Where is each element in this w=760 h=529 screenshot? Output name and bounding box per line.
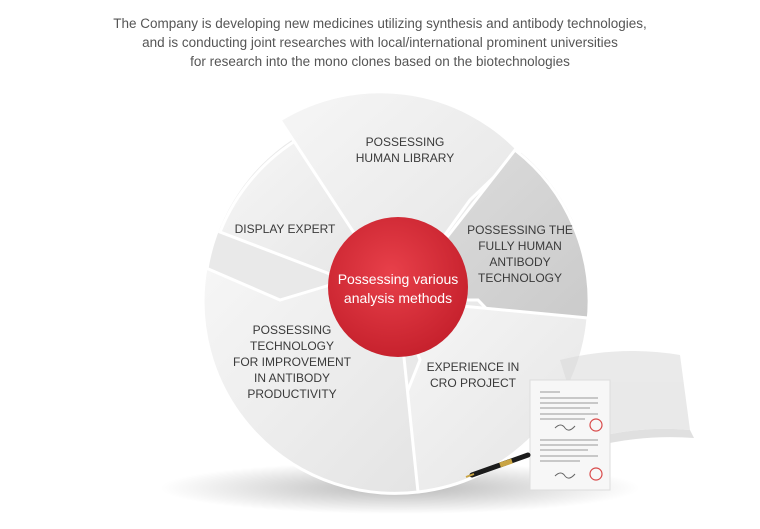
- center-circle: [328, 217, 468, 357]
- label-productivity-line-2: TECHNOLOGY: [249, 339, 334, 353]
- pen-illustration: [465, 452, 531, 478]
- center-label-line-1: Possessing various: [337, 271, 459, 287]
- label-display-expert: DISPLAY EXPERT: [225, 221, 345, 237]
- label-fully-human-line-1: POSSESSING THE: [467, 223, 573, 237]
- segment-cro-project: [394, 298, 590, 494]
- label-human-library-line-1: POSSESSING: [365, 135, 445, 149]
- label-human-library-line-2: HUMAN LIBRARY: [355, 151, 455, 165]
- label-cro-project: EXPERIENCE IN CRO PROJECT: [413, 359, 533, 391]
- label-fully-human-line-2: FULLY HUMAN: [478, 239, 562, 253]
- label-productivity-line-5: PRODUCTIVITY: [247, 387, 337, 401]
- label-display-expert-line-1: DISPLAY EXPERT: [234, 222, 336, 236]
- label-fully-human-line-3: ANTIBODY: [489, 255, 551, 269]
- label-fully-human-line-4: TECHNOLOGY: [477, 271, 562, 285]
- intro-line-3: for research into the mono clones based …: [190, 54, 570, 69]
- label-cro-line-1: EXPERIENCE IN: [426, 360, 520, 374]
- label-productivity-line-3: FOR IMPROVEMENT: [232, 355, 351, 369]
- intro-text: The Company is developing new medicines …: [0, 14, 760, 71]
- segment-human-library: [277, 90, 523, 303]
- center-label: Possessing various analysis methods: [318, 270, 478, 308]
- intro-line-1: The Company is developing new medicines …: [113, 16, 647, 31]
- document-illustration: [529, 379, 611, 491]
- label-fully-human: POSSESSING THE FULLY HUMAN ANTIBODY TECH…: [460, 222, 580, 286]
- label-human-library: POSSESSING HUMAN LIBRARY: [345, 134, 465, 166]
- center-label-line-2: analysis methods: [343, 290, 453, 306]
- label-cro-line-2: CRO PROJECT: [429, 376, 516, 390]
- label-productivity: POSSESSING TECHNOLOGY FOR IMPROVEMENT IN…: [232, 322, 352, 402]
- label-productivity-line-4: IN ANTIBODY: [253, 371, 330, 385]
- label-productivity-line-1: POSSESSING: [252, 323, 332, 337]
- intro-line-2: and is conducting joint researches with …: [142, 35, 618, 50]
